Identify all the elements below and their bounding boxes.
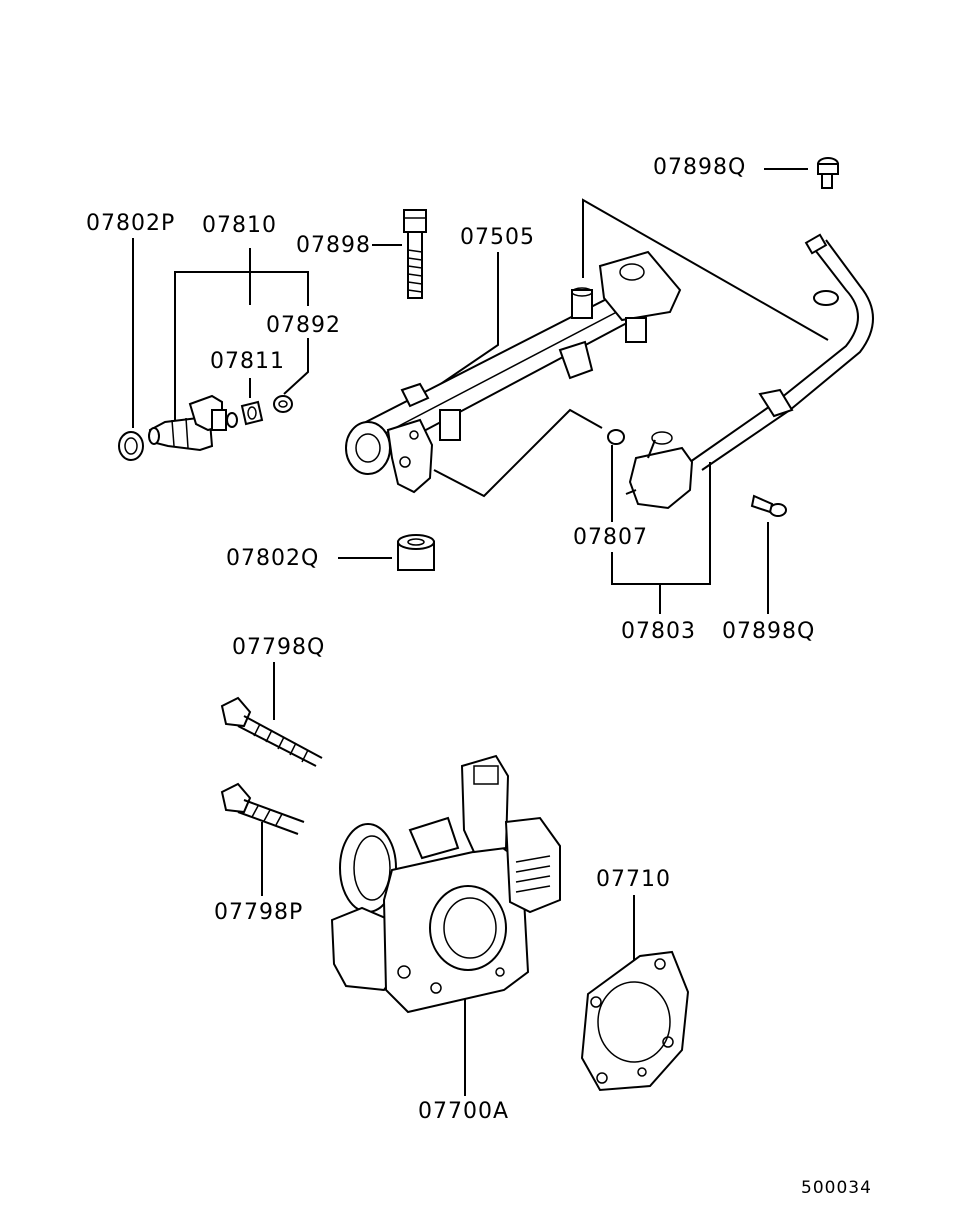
o-ring-07892 xyxy=(273,395,293,413)
label-07892: 07892 xyxy=(266,313,341,338)
return-pipe xyxy=(689,233,874,471)
label-07802Q: 07802Q xyxy=(226,546,320,571)
label-07898Q-top: 07898Q xyxy=(653,155,747,180)
screw-07898Q-right xyxy=(750,494,787,517)
label-07505: 07505 xyxy=(460,225,535,250)
label-07810: 07810 xyxy=(202,213,277,238)
bolt-07798P xyxy=(220,782,305,835)
label-07811: 07811 xyxy=(210,349,285,374)
pressure-regulator-07803 xyxy=(625,431,694,510)
label-07898Q-right: 07898Q xyxy=(722,619,816,644)
label-07710: 07710 xyxy=(596,867,671,892)
screw-07898Q-top xyxy=(817,157,839,189)
throttle-body-07700A xyxy=(330,754,561,1014)
o-ring-07807 xyxy=(607,429,625,445)
delivery-pipe-07505 xyxy=(345,250,682,494)
bolt-07798Q xyxy=(220,696,323,767)
label-07700A: 07700A xyxy=(418,1099,510,1124)
label-07802P: 07802P xyxy=(86,211,176,236)
bolt-07898 xyxy=(403,209,427,299)
insulator-07802Q xyxy=(397,534,435,571)
o-ring-07802P xyxy=(118,431,144,461)
label-07807: 07807 xyxy=(573,525,648,550)
diagram-id: 500034 xyxy=(801,1178,872,1198)
o-ring-07811 xyxy=(240,400,264,426)
injector-07810 xyxy=(148,394,238,452)
label-07898: 07898 xyxy=(296,233,371,258)
label-07798P: 07798P xyxy=(214,900,304,925)
gasket-07710 xyxy=(580,950,690,1092)
label-07798Q: 07798Q xyxy=(232,635,326,660)
label-07803: 07803 xyxy=(621,619,696,644)
leader-lines xyxy=(132,168,829,1096)
